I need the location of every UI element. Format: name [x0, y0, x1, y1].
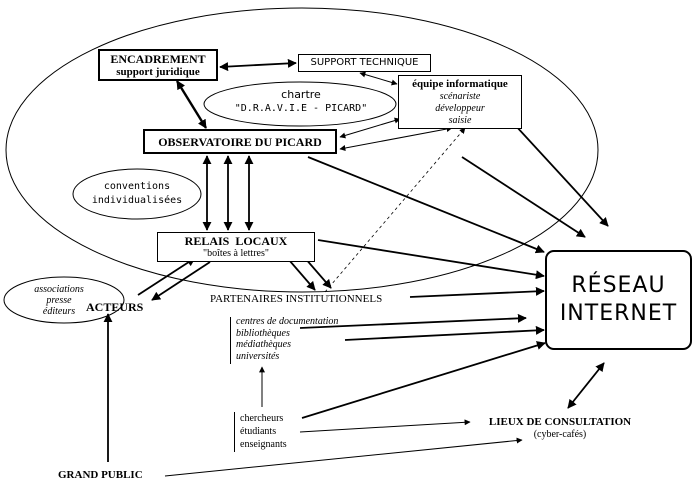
centres-item: médiathèques [236, 339, 291, 350]
acteurs-label: ACTEURS [86, 300, 144, 314]
support-technique-label: SUPPORT TECHNIQUE [310, 57, 419, 68]
reseau-internet-box: RÉSEAU INTERNET [545, 250, 692, 350]
arrow-relais-reseau [317, 239, 545, 280]
organization-ellipse [5, 7, 599, 293]
centres-bracket [230, 317, 231, 364]
chercheurs-item: enseignants [240, 439, 287, 450]
dashed-partenaires-equipe [324, 127, 466, 293]
equipe-item: développeur [435, 103, 485, 114]
arrow-centres-reseau-1 [299, 313, 527, 329]
associations-item: éditeurs [42, 306, 76, 317]
chartre-label: chartre "D.R.A.V.I.E - PICARD" [206, 88, 396, 116]
arrow-acteurs-relais [137, 257, 196, 296]
encadrement-title: ENCADREMENT [110, 52, 206, 66]
chercheurs-bracket [234, 412, 235, 452]
reseau-line1: RÉSEAU [571, 273, 666, 298]
arrow-centres-reseau-2 [344, 325, 545, 341]
chartre-name: "D.R.A.V.I.E - PICARD" [234, 103, 368, 114]
equipe-informatique-box: équipe informatique scénariste développe… [398, 75, 522, 129]
observatoire-label: OBSERVATOIRE DU PICARD [158, 135, 322, 149]
centres-item: centres de documentation [236, 316, 339, 327]
grand-public-label: GRAND PUBLIC [58, 469, 143, 481]
arrow-observatoire-reseau [307, 156, 545, 254]
arrow-relais-acteurs [151, 261, 211, 301]
conventions-line1: conventions [103, 181, 171, 192]
conventions-ellipse [72, 168, 202, 220]
arrow-lieux-reseau [567, 362, 605, 409]
conventions-line2: individualisées [91, 195, 183, 206]
reseau-line2: INTERNET [559, 301, 678, 326]
equipe-title: équipe informatique [412, 78, 508, 90]
equipe-item: saisie [448, 115, 472, 126]
arrow-encadrement-observatoire [175, 80, 208, 129]
associations-ellipse [3, 276, 125, 324]
observatoire-box: OBSERVATOIRE DU PICARD [143, 129, 337, 154]
associations-label: associations presse éditeurs [14, 284, 104, 317]
lieux-label: LIEUX DE CONSULTATION (cyber-cafés) [470, 416, 650, 441]
relais-subtitle: "boîtes à lettres" [203, 248, 269, 259]
encadrement-subtitle: support juridique [116, 66, 200, 78]
centres-item: bibliothèques [236, 327, 290, 339]
encadrement-box: ENCADREMENT support juridique [98, 49, 218, 81]
arrow-chercheurs-reseau [301, 341, 546, 419]
arrow-partenaires-reseau [409, 286, 545, 298]
arrow-grandpublic-lieux [164, 437, 523, 477]
relais-title: RELAIS LOCAUX [184, 234, 288, 248]
support-technique-box: SUPPORT TECHNIQUE [298, 54, 431, 72]
equipe-item: scénariste [439, 91, 481, 102]
lieux-subtitle: (cyber-cafés) [533, 429, 587, 440]
chartre-title: chartre [281, 88, 321, 101]
chercheurs-item: étudiants [240, 426, 277, 437]
chercheurs-list: chercheurs étudiants enseignants [240, 412, 287, 451]
arrow-equipe-observatoire-2 [339, 126, 453, 151]
arrow-encadrement-support [219, 58, 297, 72]
arrow-chercheurs-lieux [299, 419, 471, 433]
arrow-equipe-observatoire-1 [339, 117, 401, 139]
relais-locaux-box: RELAIS LOCAUX "boîtes à lettres" [157, 232, 315, 262]
associations-item: associations [34, 284, 84, 295]
lieux-title: LIEUX DE CONSULTATION [488, 416, 632, 428]
centres-item: universités [236, 350, 280, 362]
associations-item: presse [46, 295, 72, 306]
centres-list: centres de documentation bibliothèques m… [236, 316, 338, 362]
chercheurs-item: chercheurs [240, 413, 284, 424]
arrow-support-equipe [359, 71, 398, 86]
partenaires-label: PARTENAIRES INSTITUTIONNELS [210, 293, 383, 305]
conventions-label: conventions individualisées [77, 180, 197, 208]
arrow-equipe-reseau-2 [461, 156, 586, 238]
